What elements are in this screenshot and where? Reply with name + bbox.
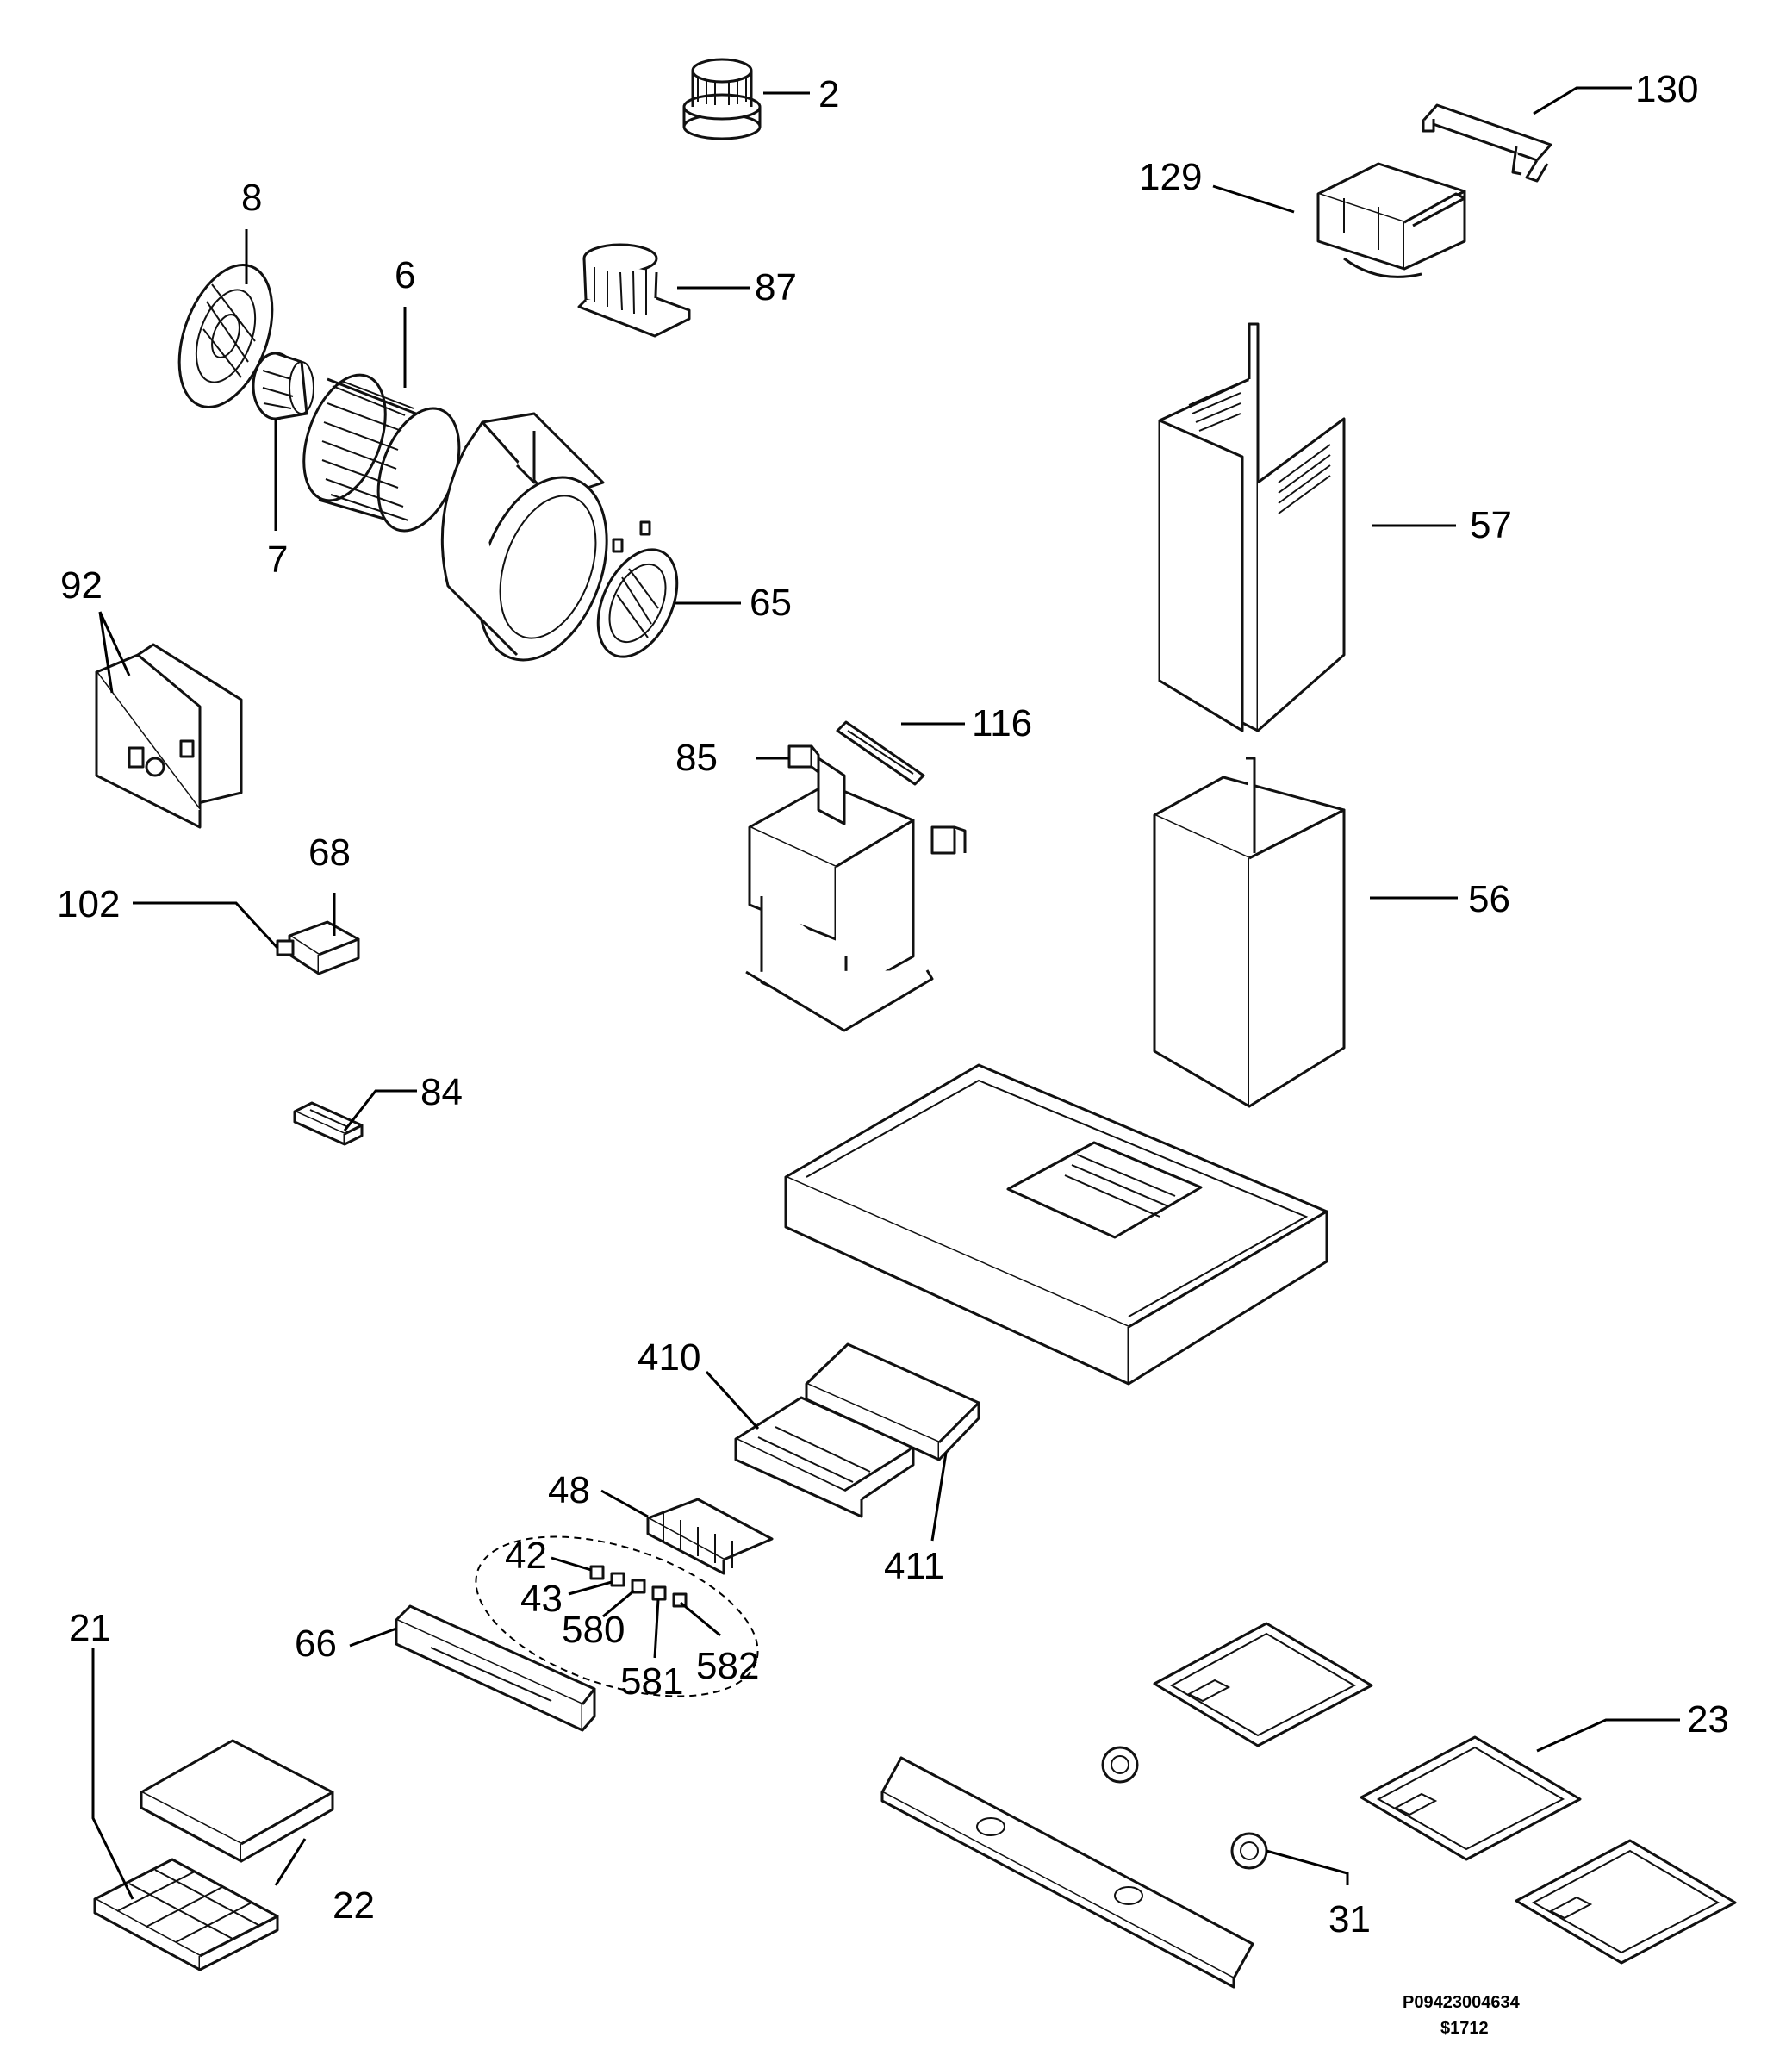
part-8-motor-plate bbox=[177, 264, 274, 408]
part-129-filter-box bbox=[1316, 162, 1466, 278]
part-411-control-cover bbox=[805, 1342, 980, 1461]
hood-canopy bbox=[784, 1063, 1328, 1386]
part-23-grease-filter bbox=[1153, 1622, 1373, 1747]
blower-housing bbox=[440, 412, 651, 662]
label-410: 410 bbox=[638, 1336, 700, 1379]
drawing-code: P09423004634 bbox=[1403, 1993, 1521, 2012]
label-130: 130 bbox=[1635, 68, 1698, 110]
part-56-lower-chimney bbox=[1153, 757, 1346, 1108]
label-129: 129 bbox=[1139, 156, 1202, 198]
label-48: 48 bbox=[548, 1469, 590, 1511]
label-8: 8 bbox=[241, 177, 262, 219]
label-57: 57 bbox=[1470, 504, 1512, 546]
part-48-switch-board bbox=[646, 1498, 774, 1575]
label-2: 2 bbox=[818, 73, 839, 115]
label-102: 102 bbox=[57, 883, 120, 925]
label-87: 87 bbox=[755, 266, 797, 308]
label-42: 42 bbox=[505, 1535, 547, 1577]
part-23-grease-filter-3 bbox=[1515, 1839, 1737, 1965]
part-116-rail bbox=[836, 720, 925, 786]
buttons-group bbox=[475, 1535, 759, 1697]
label-85: 85 bbox=[675, 737, 718, 779]
label-43: 43 bbox=[520, 1578, 563, 1620]
part-66-front-panel bbox=[395, 1604, 596, 1732]
label-31: 31 bbox=[1328, 1898, 1371, 1940]
label-65: 65 bbox=[750, 582, 792, 624]
part-2-duct-collar bbox=[682, 58, 762, 140]
part-130-bracket bbox=[1422, 103, 1552, 183]
part-84-terminal bbox=[293, 1101, 364, 1146]
label-7: 7 bbox=[267, 539, 288, 581]
button-580 bbox=[631, 1579, 646, 1594]
part-102-connector bbox=[276, 939, 295, 956]
part-65-inlet-ring bbox=[596, 548, 679, 658]
part-57-upper-chimney bbox=[1158, 322, 1346, 732]
lamp-strip bbox=[880, 1756, 1254, 1989]
label-92: 92 bbox=[60, 564, 103, 607]
part-410-control-housing bbox=[734, 1396, 915, 1518]
part-7-motor bbox=[252, 352, 314, 420]
label-23: 23 bbox=[1687, 1698, 1729, 1741]
label-580: 580 bbox=[562, 1609, 625, 1651]
label-116: 116 bbox=[972, 702, 1032, 744]
drawing-reference: P09423004634 $1712 bbox=[1403, 1993, 1521, 2038]
part-31-lamp bbox=[1101, 1746, 1268, 1870]
label-21: 21 bbox=[69, 1607, 111, 1649]
label-22: 22 bbox=[333, 1884, 375, 1927]
button-43 bbox=[610, 1572, 625, 1587]
label-84: 84 bbox=[420, 1071, 463, 1113]
part-87-valve-adapter bbox=[577, 243, 691, 338]
part-6-blower-wheel bbox=[302, 373, 461, 533]
part-22-charcoal-filter bbox=[140, 1739, 334, 1863]
callout-labels: 2 130 129 8 6 87 7 57 92 65 116 85 68 56… bbox=[57, 68, 1729, 1940]
label-6: 6 bbox=[395, 254, 415, 296]
part-21-filter-frame bbox=[93, 1858, 279, 1971]
part-68-switch bbox=[288, 920, 360, 975]
button-581 bbox=[651, 1585, 667, 1601]
label-68: 68 bbox=[308, 832, 351, 874]
drawing-revision: $1712 bbox=[1440, 2019, 1489, 2038]
part-85-clip bbox=[787, 744, 820, 774]
button-42 bbox=[589, 1565, 605, 1580]
part-92-electronic-box bbox=[95, 643, 243, 829]
label-582: 582 bbox=[696, 1645, 759, 1687]
leader-lines bbox=[91, 86, 1680, 1900]
label-56: 56 bbox=[1468, 878, 1510, 920]
label-581: 581 bbox=[620, 1660, 683, 1703]
label-66: 66 bbox=[295, 1623, 337, 1665]
motor-mount-cage bbox=[745, 757, 967, 1032]
part-23-grease-filter-2 bbox=[1360, 1735, 1582, 1861]
label-411: 411 bbox=[884, 1545, 944, 1587]
